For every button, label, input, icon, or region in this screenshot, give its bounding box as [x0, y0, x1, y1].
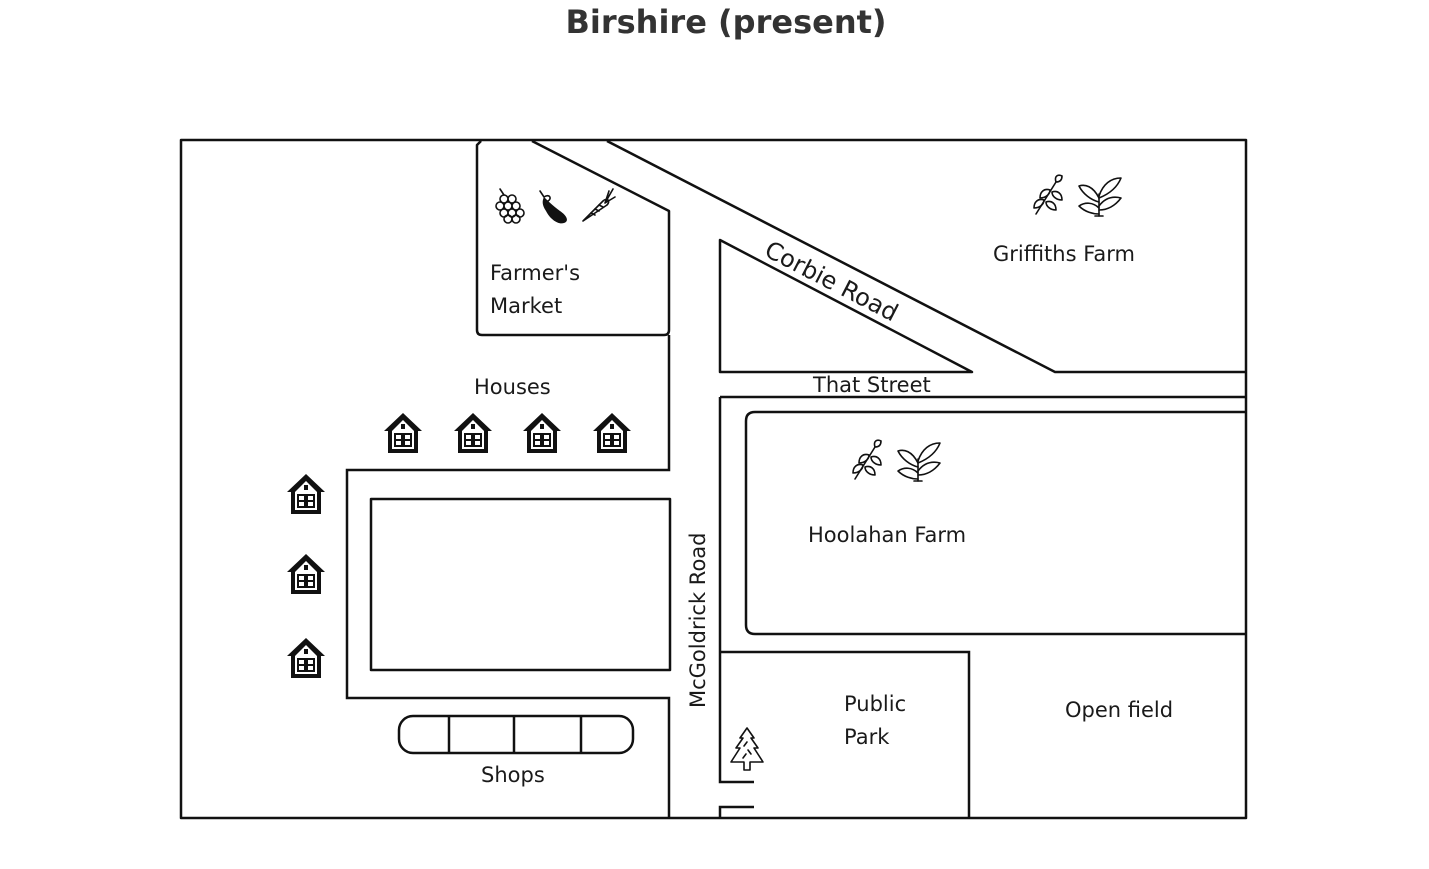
hoolahan-farm-label: Hoolahan Farm [808, 523, 966, 547]
house-icon [454, 413, 492, 453]
farmers-market-label-line2: Market [490, 294, 562, 318]
wheat-icon [1033, 174, 1063, 215]
house-icon [593, 413, 631, 453]
house-icon [287, 554, 325, 594]
shops-building [397, 714, 635, 755]
farmers-market-block [475, 139, 671, 337]
public-park-label-line1: Public [844, 692, 906, 716]
wheat-icon [852, 439, 882, 480]
public-park-block [720, 650, 971, 818]
house-icon [384, 413, 422, 453]
map-border [179, 138, 1248, 820]
farmers-market-label-line1: Farmer's [490, 261, 580, 285]
inner-block [369, 497, 672, 672]
triangle-block [718, 238, 974, 374]
open-field-label: Open field [1065, 698, 1173, 722]
houses-block-road [345, 335, 671, 818]
griffiths-farm-label: Griffiths Farm [993, 242, 1135, 266]
park-entrance-edge [718, 805, 754, 818]
public-park-label-line2: Park [844, 725, 890, 749]
plant-icon [897, 442, 941, 482]
hoolahan-farm-block [744, 410, 1246, 636]
mcgoldrick-road-east-edge [718, 397, 754, 784]
house-icon [523, 413, 561, 453]
plant-icon [1078, 177, 1122, 217]
carrot-icon [582, 188, 616, 222]
grapes-icon [495, 188, 525, 224]
tree-icon [730, 727, 764, 771]
mcgoldrick-road-label: McGoldrick Road [686, 533, 710, 709]
corbie-road-edge [606, 139, 1246, 374]
houses-label: Houses [474, 375, 551, 399]
eggplant-icon [539, 190, 567, 224]
that-street-label: That Street [812, 373, 931, 397]
house-icon [287, 474, 325, 514]
house-icon [287, 638, 325, 678]
shops-label: Shops [481, 763, 545, 787]
map-title: Birshire (present) [565, 3, 887, 41]
